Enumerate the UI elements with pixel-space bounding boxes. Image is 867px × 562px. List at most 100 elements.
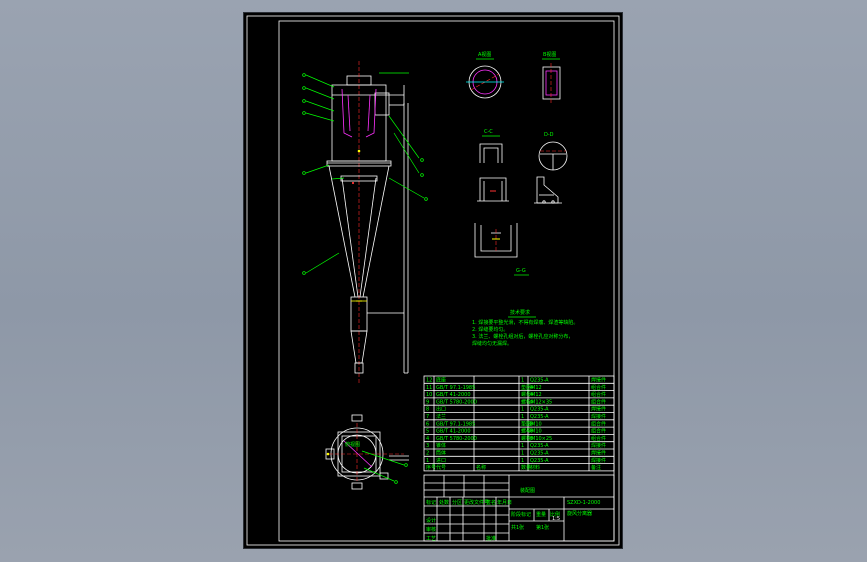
bom-cell: GB/T 5780-2000 [436, 399, 477, 405]
bom-cell: 焊接件 [591, 450, 606, 457]
bom-cell: 5 [426, 429, 429, 435]
svg-text:G-G: G-G [516, 268, 526, 274]
bom-cell: 8 [530, 429, 533, 435]
bom-cell: 组合件 [591, 420, 606, 427]
bom-cell: 焊接件 [591, 442, 606, 449]
bom-cell: 1 [521, 443, 524, 449]
bom-cell: 1 [521, 451, 524, 457]
bom-cell: 焊接件 [591, 413, 606, 420]
bom-cell: 法兰 [436, 413, 446, 420]
bom-cell: 8 [530, 436, 533, 442]
svg-text:标记: 标记 [426, 499, 436, 506]
note-3: 3. 法兰、螺栓孔组对后，螺栓孔应对称分布， [472, 333, 573, 340]
bom-cell: 1 [521, 458, 524, 464]
bom-cell: Q235-A [530, 378, 549, 384]
outer-frame [246, 15, 620, 546]
svg-text:第1张: 第1张 [536, 524, 549, 531]
bom-header-cell: 序号 [426, 464, 436, 471]
bom-cell: 11 [426, 385, 432, 391]
bom-cell: Q235-A [530, 451, 549, 457]
bom-cell: GB/T 41-2000 [436, 429, 471, 435]
svg-text:B视图: B视图 [543, 51, 556, 58]
notes-title: 技术要求 [510, 309, 530, 316]
bom-cell: 4 [530, 392, 533, 398]
svg-text:年月日: 年月日 [497, 499, 512, 506]
main-elevation-view [302, 61, 428, 383]
detail-views: A视图 B视图 C-C D-D G-G [466, 51, 568, 276]
svg-text:共1张: 共1张 [511, 524, 524, 531]
note-1: 1. 焊接要平整光滑，不得有焊瘤、焊渣等缺陷。 [472, 319, 578, 326]
bom-row: 9 GB/T 5780-2000 螺栓M12×354 组合件 [426, 398, 606, 405]
svg-text:比例: 比例 [550, 511, 560, 518]
bom-cell: GB/T 97.1-1985 [436, 421, 475, 427]
bom-cell: 8 [426, 407, 429, 413]
bom-cell: 6 [426, 421, 429, 427]
inner-frame [278, 20, 615, 542]
bom-cell: 4 [530, 399, 533, 405]
bom-cell: 组合件 [591, 384, 606, 391]
svg-text:更改文件号: 更改文件号 [464, 499, 489, 506]
title-block: 装配图 SZXD-1-2000 旋风分离器 标记 处数 分区 更改文件号 签名 … [423, 474, 615, 542]
bom-cell: 出口 [436, 406, 446, 413]
svg-text:D-D: D-D [544, 132, 554, 138]
svg-text:设计: 设计 [426, 517, 436, 524]
bom-cell: 1 [521, 378, 524, 384]
bom-cell: 焊接件 [591, 377, 606, 384]
drawing-number: SZXD-1-2000 [567, 500, 600, 506]
svg-text:1:5: 1:5 [552, 516, 560, 522]
bom-cell: 垫圈M10 [521, 420, 542, 427]
technical-notes: 技术要求 1. 焊接要平整光滑，不得有焊瘤、焊渣等缺陷。 2. 焊缝要均匀。 3… [472, 309, 578, 347]
bom-cell: 组合件 [591, 391, 606, 398]
bom-cell: 焊接件 [591, 457, 606, 464]
bom-cell: 焊接件 [591, 406, 606, 413]
bom-cell: 4 [530, 385, 533, 391]
svg-text:C-C: C-C [484, 129, 493, 135]
bom-cell: Q235-A [530, 443, 549, 449]
bom-cell: 9 [426, 399, 429, 405]
bom-cell: 螺母M12 [521, 391, 542, 398]
svg-text:重量: 重量 [536, 511, 546, 518]
bom-cell: Q235-A [530, 414, 549, 420]
note-2: 2. 焊缝要均匀。 [472, 326, 508, 333]
bom-header-cell: 材料 [530, 464, 540, 471]
bom-cell: 螺栓M12×35 [521, 398, 552, 405]
bom-header-cell: 备注 [591, 464, 601, 471]
bom-cell: 10 [426, 392, 432, 398]
bom-cell: 1 [521, 407, 524, 413]
cad-viewport[interactable]: 俯视图 A视图 B视图 C-C D-D [244, 13, 622, 548]
svg-text:签名: 签名 [486, 499, 496, 506]
svg-text:批准: 批准 [486, 535, 496, 542]
note-4: 焊缝均匀无漏焊。 [472, 340, 512, 347]
bom-cell: 进口 [436, 457, 446, 464]
bom-cell: 2 [426, 451, 429, 457]
bom-cell: 1 [521, 414, 524, 420]
bom-cell: 12 [426, 378, 432, 384]
bom-cell: 垫圈M12 [521, 384, 542, 391]
title-label: 装配图 [520, 487, 535, 494]
drawing-name: 旋风分离器 [567, 510, 592, 517]
cad-drawing: 俯视图 A视图 B视图 C-C D-D [246, 15, 620, 546]
svg-text:A视图: A视图 [478, 51, 491, 58]
bom-cell: 螺母M10 [521, 428, 542, 435]
bom-row: 12 底座 1 Q235-A 焊接件 [426, 377, 606, 384]
bom-cell: 组合件 [591, 428, 606, 435]
svg-text:处数: 处数 [439, 499, 449, 506]
bom-cell: GB/T 97.1-1985 [436, 385, 475, 391]
bom-cell: 螺栓M10×25 [521, 435, 552, 442]
bom-cell: 底座 [436, 377, 446, 384]
bom-cell: 1 [426, 458, 429, 464]
svg-text:工艺: 工艺 [426, 536, 436, 542]
plan-view-label: 俯视图 [345, 441, 360, 448]
bom-cell: 4 [426, 436, 429, 442]
bom-header-cell: 数量 [521, 464, 531, 471]
bom-cell: 8 [530, 421, 533, 427]
bom-cell: Q235-A [530, 407, 549, 413]
bom-cell: 组合件 [591, 398, 606, 405]
